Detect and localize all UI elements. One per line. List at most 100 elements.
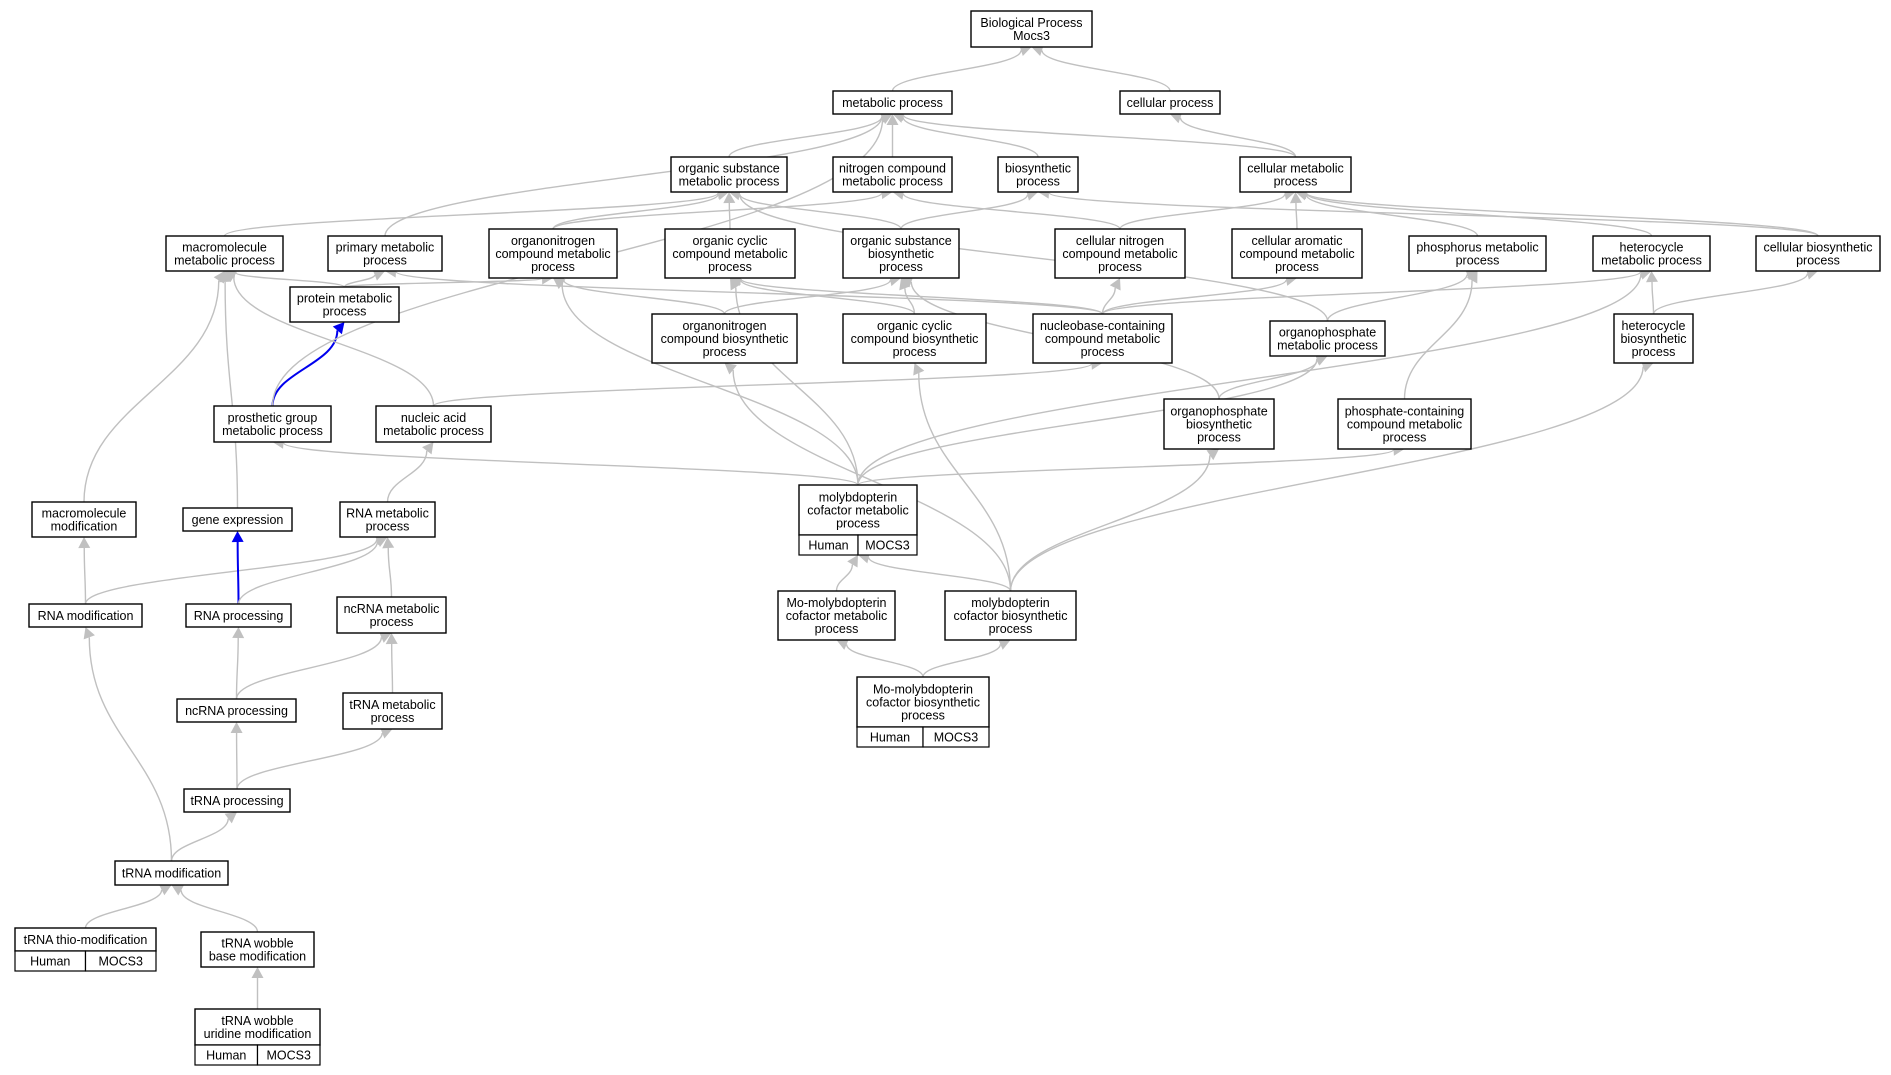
edge-biosynthetic-to-metabolic	[892, 111, 1039, 158]
edge-line	[84, 539, 378, 605]
node-label-line: process	[1383, 431, 1427, 445]
edge-line	[282, 442, 859, 486]
edge-ncrna-processing-to-rna-processing	[232, 627, 245, 700]
node-label-line: compound metabolic	[1062, 247, 1177, 261]
species-label: Human	[30, 955, 70, 969]
edge-trna-modification-to-trna-processing	[170, 812, 237, 862]
edge-line	[1101, 287, 1116, 315]
node-label-line: nitrogen compound	[839, 162, 946, 176]
node-label-line: process	[1016, 175, 1060, 189]
gene-cell	[857, 534, 918, 556]
edge-line	[1326, 274, 1468, 322]
node-cellular-process[interactable]: cellular process	[1119, 90, 1221, 115]
node-box	[194, 1008, 321, 1046]
edge-primary-metabolic-to-metabolic	[384, 110, 893, 237]
edge-organic-substance-biosynthetic-to-biosynthetic	[900, 189, 1038, 230]
edge-arrowhead	[1646, 271, 1659, 283]
edge-line	[1305, 192, 1819, 237]
edge-arrowhead	[171, 885, 185, 896]
edge-mo-molybdopterin-cofactor-biosynthetic-to-molybdopterin-cofactor-biosynthetic	[922, 638, 1011, 678]
node-box	[944, 590, 1077, 641]
node-box	[213, 405, 332, 443]
node-label-line: molybdopterin	[819, 491, 898, 505]
edge-arrowhead	[230, 722, 243, 734]
edge-line	[891, 50, 1022, 92]
node-label-line: process	[366, 520, 410, 534]
node-metabolic[interactable]: metabolic process	[832, 90, 953, 115]
node-trna-modification[interactable]: tRNA modification	[114, 860, 229, 886]
edge-line	[732, 369, 1012, 592]
edge-arrowhead	[847, 555, 858, 568]
node-box	[336, 596, 447, 634]
node-ncrna-processing[interactable]: ncRNA processing	[176, 698, 297, 723]
node-label-line: cellular nitrogen	[1076, 234, 1164, 248]
edge-protein-metabolic-to-primary-metabolic	[343, 269, 385, 288]
edge-line	[552, 193, 719, 230]
node-label-line: prosthetic group	[228, 411, 318, 425]
edge-arrowhead	[372, 269, 385, 281]
edge-organic-cyclic-compound-metabolic-to-organic-substance-metabolic	[723, 192, 736, 230]
node-trna-processing[interactable]: tRNA processing	[183, 788, 291, 813]
edge-mo-molybdopterin-cofactor-biosynthetic-to-mo-molybdopterin-cofactor-metabolic	[836, 638, 924, 678]
node-rna-modification[interactable]: RNA modification	[28, 603, 143, 628]
node-label-line: macromolecule	[182, 241, 267, 255]
node-label-line: process	[893, 345, 937, 359]
edge-line	[1652, 273, 1809, 315]
edge-arrowhead	[1466, 271, 1478, 284]
node-label-line: tRNA modification	[122, 867, 221, 881]
edge-cellular-nitrogen-compound-metabolic-to-nitrogen-compound-metabolic	[892, 187, 1121, 230]
node-label-line: process	[708, 260, 752, 274]
node-gene-expression[interactable]: gene expression	[182, 507, 293, 532]
edge-organophosphate-biosynthetic-to-organophosphate-metabolic	[1218, 354, 1328, 400]
node-box	[664, 228, 796, 279]
node-label-line: biosynthetic	[1186, 418, 1252, 432]
node-rna-processing[interactable]: RNA processing	[185, 603, 292, 628]
node-label-line: Mo-molybdopterin	[873, 683, 973, 697]
node-label-line: process	[836, 517, 880, 531]
edge-line	[1101, 279, 1287, 315]
node-box	[183, 788, 291, 813]
node-label-line: Biological Process	[980, 16, 1082, 30]
